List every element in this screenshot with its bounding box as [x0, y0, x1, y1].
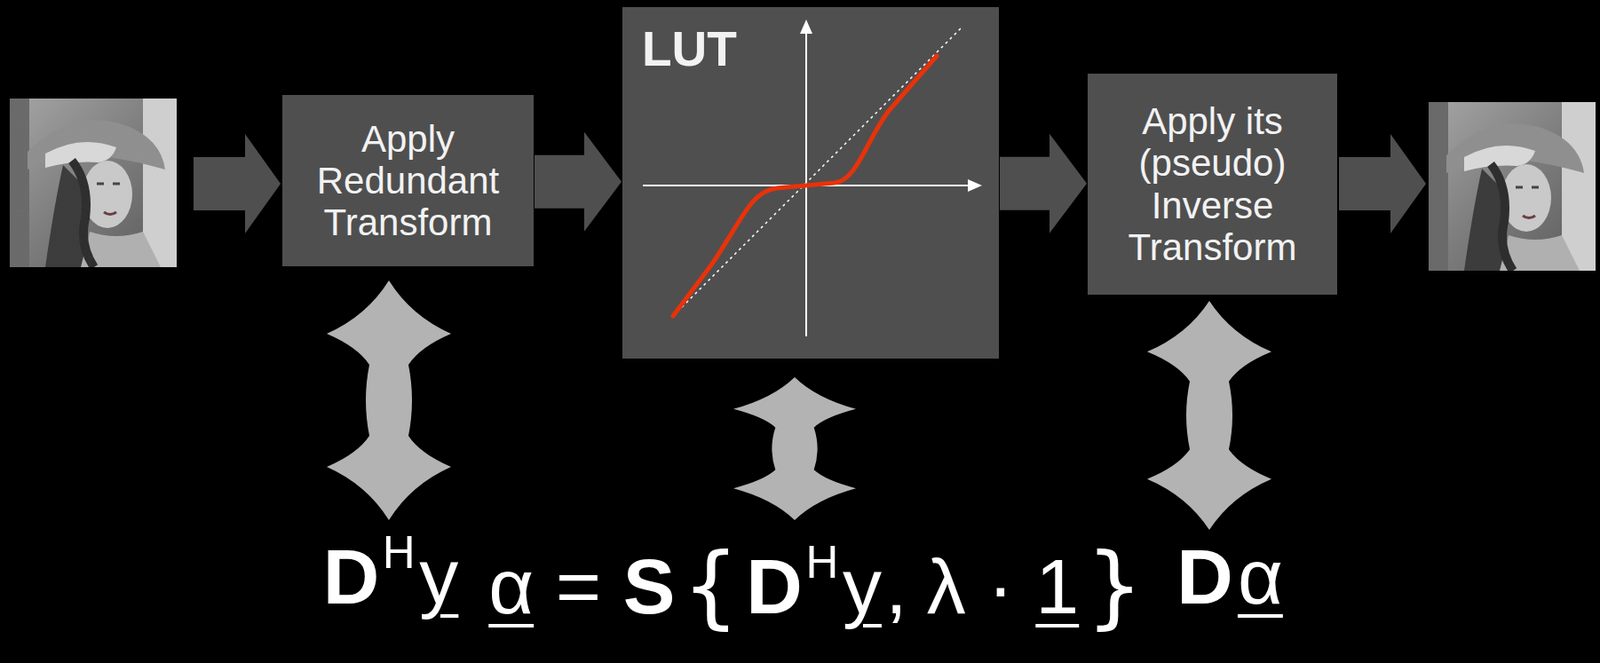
- formula-symbol: D: [745, 547, 803, 626]
- process-box: Apply its (pseudo) Inverse Transform: [1087, 73, 1338, 295]
- process-box: Apply Redundant Transform: [282, 95, 534, 267]
- formula-symbol: S: [623, 547, 676, 626]
- formula: Dα: [1174, 538, 1286, 617]
- block-arrow: [999, 134, 1087, 234]
- formula-symbol: α: [1237, 538, 1284, 617]
- formula-symbol: λ: [926, 547, 967, 626]
- box-label: Apply Redundant Transform: [296, 118, 520, 244]
- box-label: Apply its (pseudo) Inverse Transform: [1101, 100, 1323, 268]
- block-arrow: [1338, 134, 1426, 234]
- formula-symbol: y: [419, 538, 459, 617]
- formula-symbol: α: [488, 547, 534, 626]
- formula-symbol: y: [842, 547, 882, 626]
- panel-title: LUT: [641, 24, 980, 74]
- formula: α=S{DHy,λ·1}: [486, 538, 1149, 628]
- block-arrow: [193, 134, 281, 234]
- formula-symbol: =: [555, 547, 602, 626]
- formula-symbol: H: [805, 539, 839, 586]
- identity-line: [673, 28, 961, 317]
- axis-head: [967, 179, 983, 192]
- double-arrow: [326, 280, 452, 521]
- double-arrow: [733, 377, 856, 521]
- block-arrow: [534, 132, 622, 232]
- formula: DHy: [320, 538, 461, 617]
- double-arrow: [1147, 300, 1272, 531]
- formula-symbol: D: [323, 538, 381, 617]
- denoised-image: [1428, 102, 1596, 271]
- formula-symbol: 1: [1035, 547, 1079, 626]
- formula-symbol: D: [1176, 538, 1234, 617]
- formula-symbol: H: [382, 530, 416, 576]
- shrinkage-curve: [673, 55, 937, 317]
- formula-symbol: ·: [987, 547, 1014, 626]
- formula-symbol: {: [681, 541, 739, 632]
- axis-head: [800, 19, 813, 34]
- formula-symbol: ,: [885, 547, 907, 626]
- noisy-image: [9, 98, 177, 268]
- formula-symbol: }: [1085, 541, 1143, 632]
